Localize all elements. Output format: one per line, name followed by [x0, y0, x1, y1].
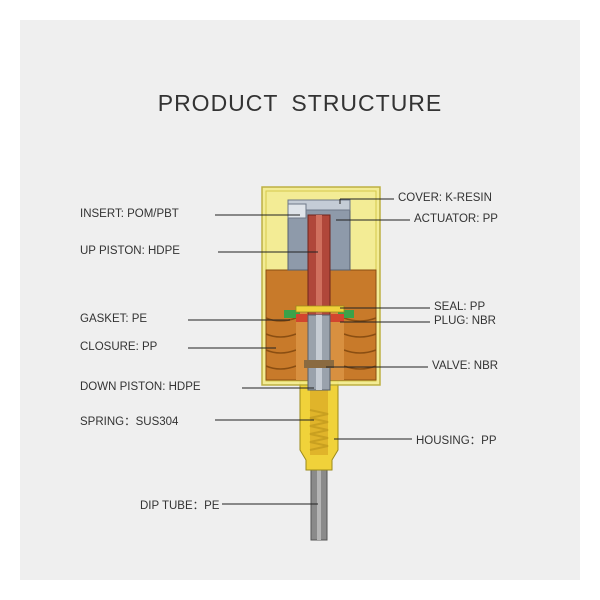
label-closure: CLOSURE: PP: [80, 341, 158, 353]
label-gasket: GASKET: PE: [80, 313, 148, 325]
label-down-piston: DOWN PISTON: HDPE: [80, 381, 201, 393]
insert: [287, 203, 307, 219]
label-plug: PLUG: NBR: [434, 315, 496, 327]
label-actuator: ACTUATOR: PP: [414, 213, 498, 225]
seal: [295, 305, 345, 313]
label-seal: SEAL: PP: [434, 301, 486, 313]
label-spring: SPRING：SUS304: [80, 416, 179, 428]
label-cover: COVER: K-RESIN: [398, 192, 492, 204]
plug: [330, 314, 344, 322]
valve: [304, 360, 334, 368]
page-title: PRODUCT STRUCTURE: [157, 90, 443, 116]
label-dip-tube: DIP TUBE：PE: [140, 500, 220, 512]
label-valve: VALVE: NBR: [432, 360, 499, 372]
leader-lines: [188, 198, 430, 505]
spring: [309, 409, 329, 451]
label-housing: HOUSING：PP: [416, 435, 497, 447]
label-up-piston: UP PISTON: HDPE: [80, 245, 180, 257]
label-insert: INSERT: POM/PBT: [80, 208, 179, 220]
